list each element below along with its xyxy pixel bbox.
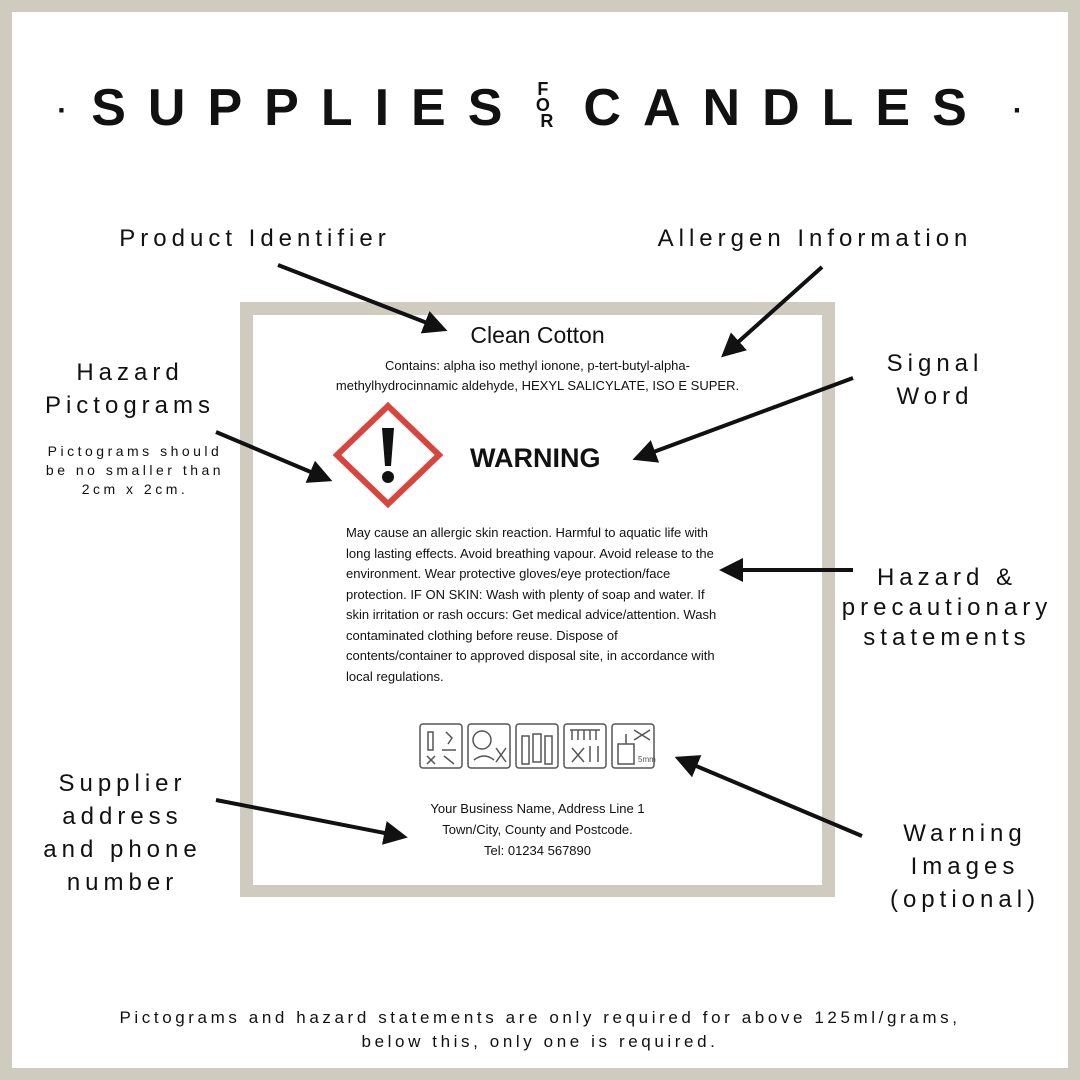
- signal-word: WARNING: [470, 443, 601, 473]
- allergen-text: Contains: alpha iso methyl ionone, p-ter…: [335, 358, 740, 393]
- arrow-supplier: [215, 798, 408, 845]
- keep-away-from-children-icon: [419, 723, 463, 769]
- footer-note: Pictograms and hazard statements are onl…: [119, 1008, 961, 1051]
- ghs-exclamation-pictogram-icon: [333, 402, 443, 508]
- label-allergen-information: Allergen Information: [657, 225, 973, 252]
- arrow-warning-images: [674, 755, 863, 838]
- arrow-product-identifier: [277, 263, 448, 334]
- trim-wick-icon: [611, 723, 655, 769]
- hazard-statements: May cause an allergic skin reaction. Har…: [346, 525, 717, 684]
- product-name: Clean Cotton: [470, 322, 605, 348]
- arrow-pictograms: [215, 430, 333, 483]
- wick-trim-text: 5mm: [638, 755, 656, 764]
- label-product-identifier: Product Identifier: [119, 225, 391, 252]
- keep-away-from-flammables-icon: [563, 723, 607, 769]
- pictogram-size-note: Pictograms should be no smaller than 2cm…: [45, 443, 225, 497]
- keep-apart-icon: [515, 723, 559, 769]
- warning-images: 5mm: [419, 723, 656, 769]
- sample-label: [253, 315, 822, 885]
- arrow-allergen: [721, 265, 824, 358]
- arrow-signal-word: [632, 376, 854, 463]
- do-not-leave-unattended-icon: [467, 723, 511, 769]
